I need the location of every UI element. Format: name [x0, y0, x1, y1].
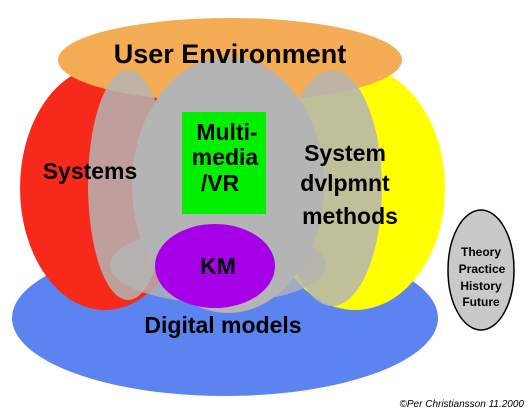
user-environment-label: User Environment	[114, 39, 347, 69]
legend-ellipse	[447, 209, 515, 331]
multimedia-label-line2: media	[192, 144, 259, 170]
multimedia-label-line1: Multi-	[196, 119, 257, 145]
legend-history: History	[460, 279, 502, 293]
km-label: KM	[200, 253, 236, 279]
systems-label: Systems	[43, 158, 138, 184]
system-dev-label-line1: System	[304, 140, 386, 166]
system-dev-label-line2: dvlpmnt	[300, 170, 390, 196]
multimedia-region	[182, 112, 266, 214]
km-region	[155, 224, 275, 308]
digital-models-label: Digital models	[144, 312, 301, 338]
legend-practice: Practice	[459, 262, 506, 276]
multimedia-label-line3: /VR	[201, 170, 240, 196]
credit-text: ©Per Christiansson 11.2000	[400, 399, 525, 410]
system-dev-label-line3: methods	[302, 203, 398, 229]
legend-theory: Theory	[461, 245, 501, 259]
legend-future: Future	[462, 295, 500, 309]
